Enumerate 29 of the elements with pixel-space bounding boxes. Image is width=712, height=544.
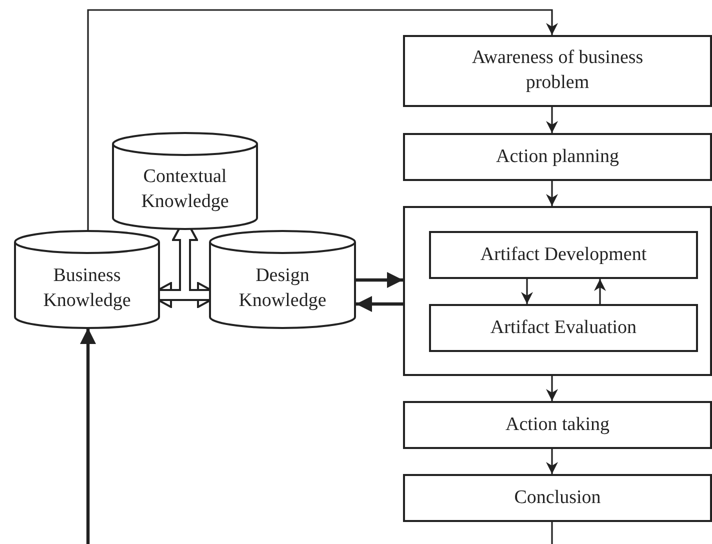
node-label: Action planning	[496, 144, 619, 169]
node-label: Artifact Development	[480, 242, 647, 267]
node-label: Design Knowledge	[238, 264, 328, 312]
arrow	[546, 449, 558, 474]
arrow	[87, 9, 558, 231]
arrow	[546, 107, 558, 133]
node-label: Artifact Evaluation	[490, 316, 637, 340]
node-label: Conclusion	[514, 486, 601, 510]
node-label: Contextual Knowledge	[140, 165, 230, 214]
process-box	[403, 133, 712, 181]
process-box	[429, 231, 698, 279]
node-label: Business Knowledge	[42, 264, 132, 312]
arrow	[521, 279, 533, 304]
process-box	[403, 35, 712, 107]
process-box	[403, 401, 712, 449]
process-group-box	[403, 206, 712, 376]
database-cylinder	[14, 231, 160, 328]
process-box	[403, 474, 712, 522]
arrow	[546, 181, 558, 206]
arrow	[546, 376, 558, 401]
arrow	[80, 328, 96, 544]
node-label: Awareness of business problem	[470, 46, 644, 95]
database-cylinder	[209, 231, 356, 328]
arrow	[356, 296, 403, 312]
arrow	[356, 272, 403, 288]
process-box	[429, 304, 698, 352]
database-cylinder	[112, 133, 258, 229]
node-label: Action taking	[506, 412, 610, 437]
arrow	[594, 279, 606, 304]
